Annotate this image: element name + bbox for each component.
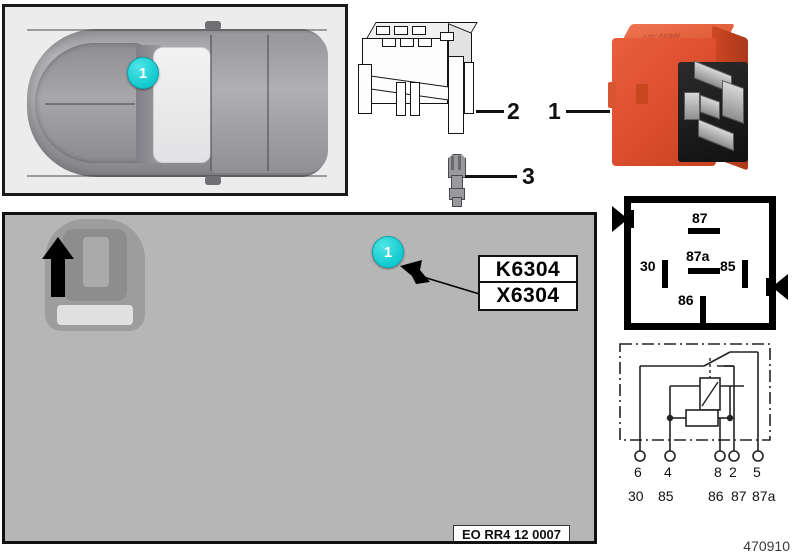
callout-1-vehicle: 1 — [127, 57, 159, 89]
vehicle-overview-panel: 1 — [2, 4, 348, 196]
label-x6304: X6304 — [478, 283, 578, 311]
car-upper-outline — [27, 29, 327, 31]
car-lower-outline — [27, 175, 327, 177]
terminal-blade-87 — [688, 228, 720, 234]
relay-terminal-cavity — [678, 60, 748, 162]
housing-cavity-3 — [412, 26, 426, 35]
schematic-terminal-2: 85 — [658, 488, 674, 504]
relay-blade-86 — [698, 118, 734, 152]
schematic-coil-diagonal — [701, 381, 719, 407]
terminal-blade-85 — [742, 260, 748, 288]
pin-tail — [452, 197, 462, 207]
housing-cavity-2 — [394, 26, 408, 35]
leader-line-1 — [566, 110, 610, 113]
housing-cavity-1 — [376, 26, 390, 35]
designation-labels: K6304 X6304 — [478, 255, 578, 311]
housing-leg-2 — [410, 82, 420, 116]
relay-circuit-schematic: 6 4 8 2 5 30 85 86 87 87a — [612, 340, 792, 520]
housing-latch-right-inner — [464, 62, 474, 114]
car-roof — [153, 47, 211, 163]
terminal-label-87: 87 — [692, 210, 708, 226]
relay-blade-87a — [700, 94, 720, 120]
car-tailgate-seam — [267, 35, 269, 171]
schematic-switch-arm — [703, 351, 731, 367]
car-mirror-right — [205, 176, 221, 185]
callout-3-label: 3 — [522, 163, 535, 189]
terminal-label-87a: 87a — [686, 248, 710, 264]
schematic-pin-number-2: 4 — [664, 464, 672, 480]
relay-mount-tab — [608, 82, 616, 108]
terminal-blade-86 — [700, 296, 706, 324]
inset-engine — [83, 237, 109, 287]
housing-leg-1 — [396, 82, 406, 116]
callout-2-label: 2 — [507, 98, 520, 124]
pin-slot-right — [458, 156, 461, 170]
schematic-terminal-5: 87a — [752, 488, 776, 504]
callout-1-photo: 1 — [372, 236, 404, 268]
relay-blade-30 — [684, 92, 700, 120]
inset-bumper — [57, 305, 133, 325]
terminal-label-85: 85 — [720, 258, 736, 274]
housing-cavity-6 — [418, 38, 432, 47]
callout-1-photo-label: 1 — [383, 243, 393, 261]
car-mirror-left — [205, 21, 221, 30]
car-hood — [35, 43, 145, 163]
engine-bay-inset — [5, 215, 594, 541]
relay-side-notch — [636, 84, 648, 104]
terminal-box-notch-left-stem — [626, 210, 634, 228]
housing-cavity-5 — [400, 38, 414, 47]
arrow-left-icon — [400, 260, 487, 297]
up-arrow-icon — [42, 237, 74, 297]
schematic-terminal-3: 86 — [708, 488, 724, 504]
schematic-terminal-4: 87 — [731, 488, 747, 504]
housing-latch-right — [448, 56, 464, 134]
housing-cavity-7 — [440, 32, 454, 41]
terminal-box-notch-right-stem — [766, 278, 774, 296]
relay-blade-85 — [722, 79, 744, 125]
connector-parts-panel: 2 3 1 — [352, 4, 610, 207]
label-k6304: K6304 — [478, 255, 578, 283]
schematic-boundary — [619, 343, 771, 441]
housing-latch-left — [358, 64, 372, 114]
terminal-blade-30 — [662, 260, 668, 288]
pin-slot-left — [451, 156, 454, 170]
terminal-label-86: 86 — [678, 292, 694, 308]
schematic-terminal-1: 30 — [628, 488, 644, 504]
document-number: 470910 — [743, 538, 790, 554]
callout-1-vehicle-label: 1 — [138, 64, 148, 82]
schematic-pin-number-1: 6 — [634, 464, 642, 480]
schematic-svg — [619, 343, 771, 462]
car-rear-seam — [210, 35, 212, 171]
relay-photo: 12V 20/30A — [608, 22, 772, 192]
schematic-pin-circle-5 — [752, 450, 764, 462]
car-rear-section — [210, 33, 328, 173]
schematic-pin-circle-3 — [714, 450, 726, 462]
schematic-node-right — [726, 414, 734, 422]
car-hood-crease — [45, 103, 135, 105]
terminal-box-notch-left — [612, 206, 628, 232]
schematic-pin-number-3: 8 — [714, 464, 722, 480]
vehicle-top-view-illustration — [5, 7, 345, 193]
schematic-pin-circle-4 — [728, 450, 740, 462]
schematic-pin-number-5: 5 — [753, 464, 761, 480]
housing-cavity-4 — [382, 38, 396, 47]
relay-terminal-layout-diagram: 87 30 87a 85 86 — [612, 196, 788, 334]
leader-line-3 — [465, 175, 517, 178]
schematic-pin-circle-1 — [634, 450, 646, 462]
terminal-box-notch-right — [772, 274, 788, 300]
schematic-resistor — [685, 409, 719, 427]
schematic-pin-number-4: 2 — [729, 464, 737, 480]
callout-1-relay-label: 1 — [548, 98, 561, 124]
photo-caption: EO RR4 12 0007 — [453, 525, 571, 541]
terminal-blade-87a — [688, 268, 720, 274]
leader-line-2 — [476, 110, 504, 113]
terminal-label-30: 30 — [640, 258, 656, 274]
schematic-pin-circle-2 — [664, 450, 676, 462]
